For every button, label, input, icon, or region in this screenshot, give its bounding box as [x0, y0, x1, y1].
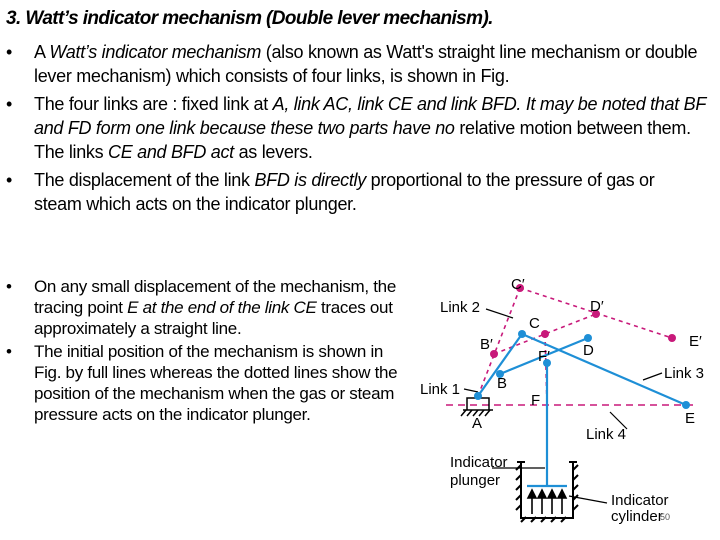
link-ac	[477, 333, 523, 397]
joint-e	[682, 401, 690, 409]
bullet-marker: •	[6, 94, 13, 114]
label-e-prime: E′	[689, 333, 702, 350]
bullet-text-italic: Watt’s indicator mechanism	[49, 42, 262, 62]
bullet-text-italic: E at the end of the link CE	[127, 298, 317, 317]
joint-a	[474, 392, 482, 400]
bullet-text: The displacement of the link	[34, 170, 255, 190]
label-link2: Link 2	[440, 299, 480, 316]
label-b-prime: B′	[480, 336, 493, 353]
bullet-text: The initial position of the mechanism is…	[34, 342, 398, 424]
bottom-bullet-list: • On any small displacement of the mecha…	[6, 276, 411, 427]
joint-f-prime	[541, 330, 549, 338]
link-ce	[521, 332, 687, 407]
bullet-text: as levers.	[233, 142, 313, 162]
pressure-arrows	[526, 488, 568, 514]
page-number: 50	[660, 512, 670, 522]
bullet-text-italic: BFD is directly	[254, 170, 366, 190]
label-d: D	[583, 342, 594, 359]
label-indicator-plunger-line1: Indicator	[450, 454, 508, 471]
initial-mechanism	[477, 332, 687, 488]
joint-b-prime	[490, 350, 498, 358]
label-indicator-cylinder: Indicator cylinder	[611, 492, 673, 525]
indicator-cylinder	[515, 461, 579, 523]
displaced-link-ac	[477, 287, 521, 397]
label-indicator-cylinder-line1: Indicator	[611, 492, 669, 509]
link-bd	[499, 336, 589, 376]
list-item: • The four links are : fixed link at A, …	[6, 92, 706, 164]
label-e: E	[685, 410, 695, 427]
label-c-prime: C′	[511, 276, 525, 293]
joint-d-prime	[592, 310, 600, 318]
bullet-marker: •	[6, 277, 12, 296]
joint-c	[518, 330, 526, 338]
bullet-text: On any small displacement of the mechani…	[34, 277, 396, 317]
top-bullet-list: • A Watt’s indicator mechanism (also kno…	[6, 40, 706, 220]
displaced-mechanism	[477, 287, 673, 407]
list-item: • The initial position of the mechanism …	[6, 341, 411, 425]
label-link3: Link 3	[664, 365, 704, 382]
list-item: • A Watt’s indicator mechanism (also kno…	[6, 40, 706, 88]
bullet-marker: •	[6, 42, 13, 62]
bullet-text: traces out approximately a straight line…	[34, 298, 393, 338]
leader-lines	[463, 308, 663, 504]
bullet-text-italic: CE and BFD act	[108, 142, 234, 162]
joint-d	[584, 334, 592, 342]
label-indicator-plunger-line2: plunger	[450, 472, 500, 489]
initial-joints	[474, 330, 690, 409]
watt-indicator-diagram: C′ D′ Link 2 C B′ E′ F′ D Link 3 Link 1 …	[420, 276, 704, 525]
bullet-marker: •	[6, 170, 13, 190]
label-f: F	[531, 392, 540, 409]
label-a: A	[472, 415, 482, 432]
joint-f	[543, 359, 551, 367]
slide-title: 3. Watt’s indicator mechanism (Double le…	[6, 8, 493, 29]
list-item: • On any small displacement of the mecha…	[6, 276, 411, 339]
joint-e-prime	[668, 334, 676, 342]
joint-b	[496, 370, 504, 378]
label-indicator-cylinder-line2: cylinder	[611, 508, 663, 525]
bullet-text: (also known as Watt's straight line mech…	[34, 42, 698, 86]
fixed-pivot-a	[460, 397, 493, 417]
displaced-joints	[490, 284, 676, 358]
bullet-text: The four links are : fixed link at	[34, 94, 273, 114]
bullet-text-italic: A, link AC, link CE and link BFD. It may…	[34, 94, 706, 138]
label-link1: Link 1	[420, 381, 460, 398]
joint-c-prime	[516, 284, 524, 292]
label-c: C	[529, 315, 540, 332]
label-f-prime: F′	[538, 348, 550, 365]
bullet-text: relative motion between them. The links	[34, 118, 691, 162]
label-indicator-plunger: Indicator plunger	[450, 454, 512, 489]
label-link4: Link 4	[586, 426, 626, 443]
bullet-marker: •	[6, 342, 12, 361]
list-item: • The displacement of the link BFD is di…	[6, 168, 706, 216]
label-d-prime: D′	[590, 298, 604, 315]
bullet-text: A	[34, 42, 50, 62]
label-b: B	[497, 375, 507, 392]
displaced-link-bd	[493, 313, 597, 355]
bullet-text: proportional to the pressure of gas or s…	[34, 170, 655, 214]
